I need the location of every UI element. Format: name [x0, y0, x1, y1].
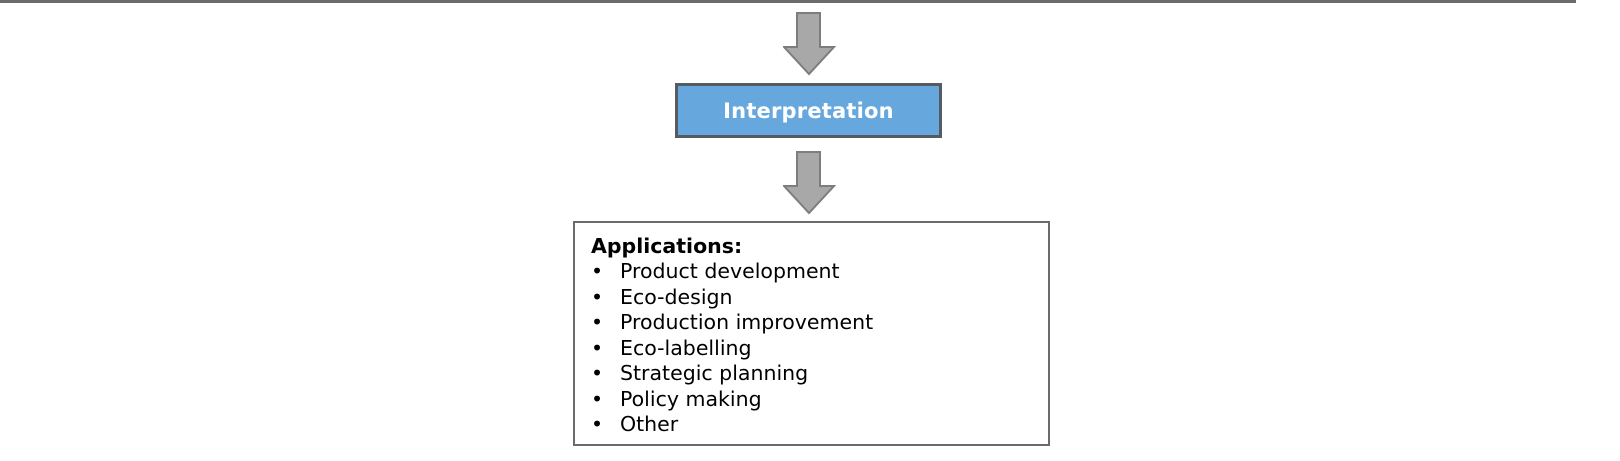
bullet-icon: • [591, 335, 604, 360]
applications-box: Applications: • Product development • Eco-… [573, 221, 1050, 446]
upstream-box-edge [0, 0, 1576, 3]
list-item-label: Eco-design [620, 284, 733, 309]
list-item: • Product development [591, 259, 1048, 285]
bullet-icon: • [591, 412, 604, 436]
applications-title: Applications: [591, 234, 743, 258]
list-item: • Eco-labelling [591, 336, 1048, 362]
interpretation-label: Interpretation [723, 98, 894, 123]
bullet-icon: • [591, 310, 604, 334]
list-item-label: Eco-labelling [620, 335, 752, 360]
list-item-label: Policy making [620, 386, 762, 411]
list-item: • Policy making [591, 387, 1048, 413]
interpretation-box: Interpretation [675, 83, 942, 138]
bullet-icon: • [591, 284, 604, 309]
list-item-label: Strategic planning [620, 361, 809, 385]
down-arrow-icon [783, 12, 837, 76]
bullet-icon: • [591, 361, 604, 385]
bullet-icon: • [591, 386, 604, 411]
list-item-label: Production improvement [620, 310, 874, 334]
applications-list: • Product development • Eco-design • Produc… [591, 259, 1048, 438]
list-item: • Production improvement [591, 310, 1048, 336]
list-item: • Strategic planning [591, 361, 1048, 387]
list-item: • Other [591, 412, 1048, 438]
list-item-label: Other [620, 412, 679, 436]
bullet-icon: • [591, 259, 604, 283]
list-item: • Eco-design [591, 285, 1048, 311]
list-item-label: Product development [620, 259, 840, 283]
down-arrow-icon [783, 151, 837, 215]
